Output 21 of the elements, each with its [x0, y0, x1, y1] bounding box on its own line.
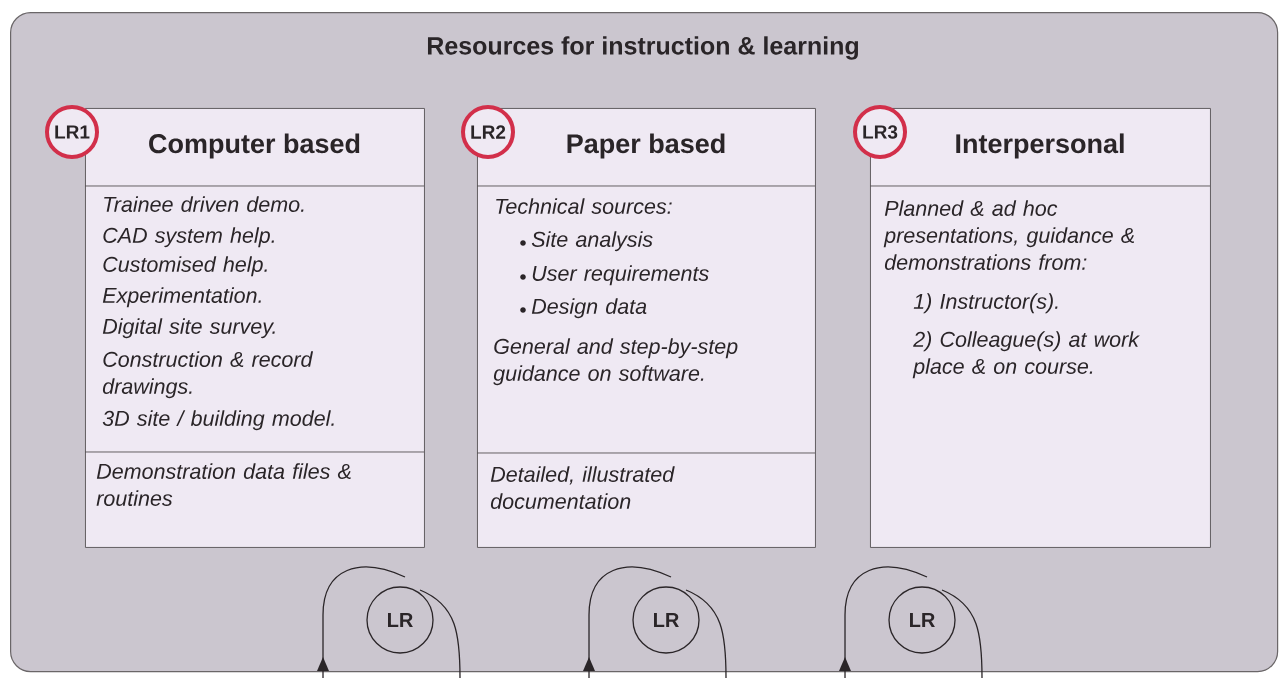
list-item: Digital site survey. [102, 318, 275, 339]
list-item: Planned & ad hoc presentations, guidance & demonstrations from: [883, 200, 1134, 270]
list-item: Experimentation. [102, 287, 261, 308]
box-heading: Computer based [149, 133, 360, 159]
list-item: General and step-by-step guidance on software. [493, 338, 738, 386]
box-heading: Interpersonal [956, 133, 1124, 159]
list-item: Construction & record drawings. [102, 351, 314, 399]
list-item: Design data [531, 298, 647, 319]
list-item: Detailed, illustrated documentation [490, 466, 675, 509]
list-item: 2) Colleague(s) at work place & on course. [912, 331, 1140, 379]
list-item: Demonstration data files & routines [96, 463, 351, 506]
list-item: CAD system help. [103, 227, 274, 248]
list-item: 1) Instructor(s). [913, 293, 1058, 314]
list-item: Trainee driven demo. [104, 196, 304, 212]
list-item: User requirements [532, 265, 709, 286]
list-item: 3D site / building model. [102, 410, 334, 431]
list-item: Site analysis [531, 231, 653, 252]
list-item: Customised help. [103, 256, 267, 277]
list-item: Technical sources: [496, 198, 672, 214]
box-heading: Paper based [567, 133, 725, 159]
panel-title: Resources for instruction & learning [428, 36, 858, 60]
